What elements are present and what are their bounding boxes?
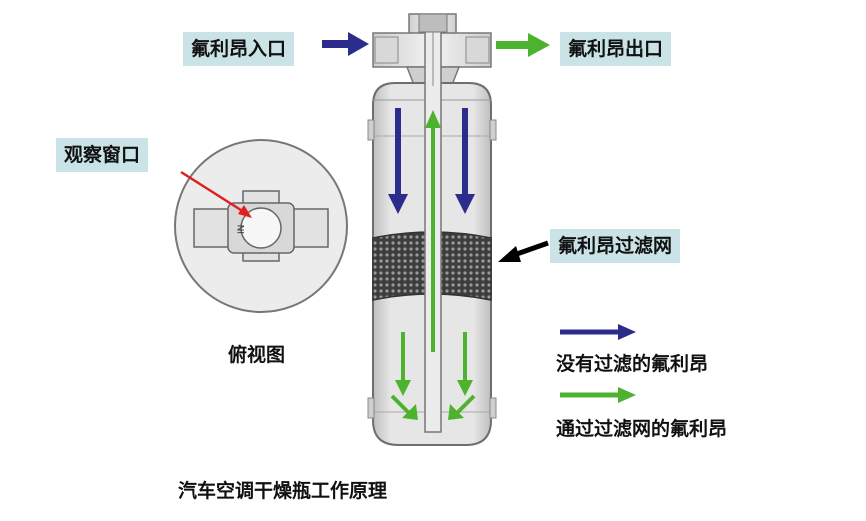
sight-glass-label: 观察窗口 xyxy=(56,138,149,172)
unfiltered-flow-arrows xyxy=(388,108,475,214)
top-view: IN xyxy=(174,139,348,313)
legend-filtered-label: 通过过滤网的氟利昂 xyxy=(556,418,728,440)
legend-unfiltered-label: 没有过滤的氟利昂 xyxy=(556,353,709,375)
outlet-label: 氟利昂出口 xyxy=(560,32,672,66)
filter-screen-label: 氟利昂过滤网 xyxy=(550,229,681,263)
filter-pointer-arrow xyxy=(498,240,549,262)
inlet-label: 氟利昂入口 xyxy=(183,32,295,66)
sight-glass-pointer xyxy=(180,170,252,218)
filtered-flow-arrows xyxy=(390,110,476,420)
legend-filtered-arrow xyxy=(560,387,636,403)
inlet-arrow xyxy=(322,32,369,56)
legend-unfiltered-arrow xyxy=(560,324,636,340)
diagram-caption: 汽车空调干燥瓶工作原理 xyxy=(178,480,388,502)
outlet-arrow xyxy=(496,33,550,57)
top-view-label: 俯视图 xyxy=(228,344,286,366)
top-view-mark: IN xyxy=(237,225,247,234)
